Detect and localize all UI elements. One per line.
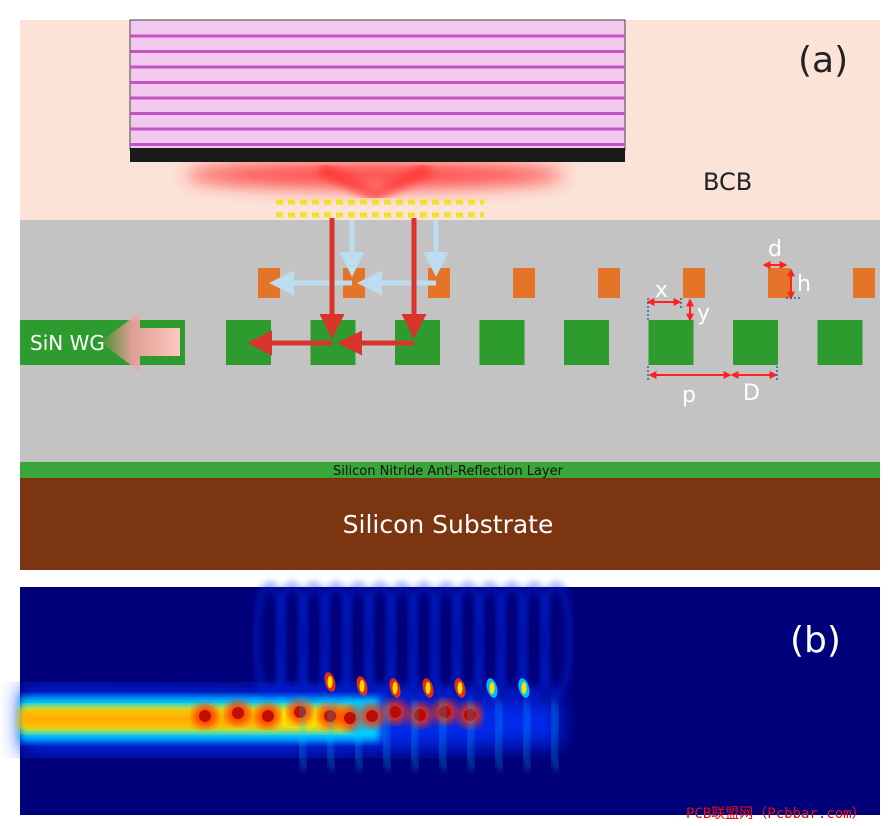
field-ripple: [550, 699, 560, 771]
panel-a-label: (a): [798, 40, 848, 81]
field-hotspot-core: [344, 712, 356, 724]
field-ripple: [326, 699, 336, 771]
anti-reflection-layer: [20, 462, 880, 478]
field-ripple: [494, 699, 504, 771]
grating-lines: [130, 34, 625, 146]
panel-b-label: (b): [790, 620, 841, 661]
upper-grating-block: [683, 268, 705, 298]
radiation-lobe: [319, 582, 353, 698]
output-arrow: [100, 312, 180, 372]
dimension-annotations: d h x y p D: [646, 237, 811, 408]
field-ripple: [354, 699, 364, 771]
field-hotspot-core: [199, 710, 211, 722]
radiation-lobe: [429, 582, 463, 698]
radiation-lobe: [407, 582, 441, 698]
radiation-lobe: [363, 582, 397, 698]
upper-grating-block: [768, 268, 790, 298]
sin-wg-label: SiN WG: [30, 331, 105, 355]
radiation-lobe: [517, 582, 551, 698]
field-ripple: [522, 699, 532, 771]
grating-bead-core: [521, 682, 527, 694]
dim-d: d: [768, 237, 782, 262]
radiation-lobe: [275, 582, 309, 698]
laser-grating-stack: [129, 19, 626, 162]
upper-grating-block: [853, 268, 875, 298]
field-hotspot-core: [232, 707, 244, 719]
field-ripple: [466, 699, 476, 771]
grating-bead-core: [425, 682, 431, 694]
radiation-lobe: [451, 582, 485, 698]
upper-grating-block: [598, 268, 620, 298]
ar-layer-label: Silicon Nitride Anti-Reflection Layer: [333, 464, 564, 479]
field-ripple: [382, 699, 392, 771]
sin-grating-block: [817, 320, 863, 365]
field-intensity-map: [20, 582, 573, 771]
laser-beam-glow: [185, 161, 565, 203]
field-hotspot-core: [366, 710, 378, 722]
field-hotspot-core: [389, 706, 401, 718]
sin-grating-block: [564, 320, 609, 365]
watermark: PCB联盟网（Pcbbar.com）: [686, 806, 866, 822]
dim-D: D: [743, 381, 760, 406]
field-ripple: [410, 699, 420, 771]
grating-bead-core: [489, 682, 495, 694]
grating-bead-core: [327, 676, 333, 688]
radiation-lobe: [539, 582, 573, 698]
bcb-label: BCB: [703, 168, 752, 196]
grating-bead-core: [359, 680, 365, 692]
dim-y: y: [697, 301, 710, 326]
grating-bead-core: [392, 682, 398, 694]
radiation-lobe: [297, 582, 331, 698]
field-hotspot-core: [262, 710, 274, 722]
panel-b: (b): [20, 582, 880, 815]
panel-a: SiN WG d h x: [20, 19, 880, 570]
light-blue-arrows: [269, 220, 449, 296]
radiation-lobe: [341, 582, 375, 698]
dim-p: p: [682, 383, 696, 408]
radiation-lobe: [385, 582, 419, 698]
sin-grating-block: [648, 320, 694, 365]
substrate-label: Silicon Substrate: [343, 510, 554, 539]
silicon-substrate: [20, 478, 880, 570]
field-ripple: [298, 699, 308, 771]
sin-grating-block: [733, 320, 778, 365]
dim-x: x: [655, 278, 668, 303]
dim-h: h: [797, 272, 811, 297]
radiation-lobe: [495, 582, 529, 698]
upper-grating-block: [513, 268, 535, 298]
field-ripple: [438, 699, 448, 771]
laser-bottom-contact: [130, 148, 625, 162]
sin-grating-block: [479, 320, 525, 365]
dotted-grating: [276, 199, 484, 218]
red-arrows: [247, 218, 427, 356]
radiation-lobe: [253, 582, 287, 698]
grating-bead-core: [457, 682, 463, 694]
